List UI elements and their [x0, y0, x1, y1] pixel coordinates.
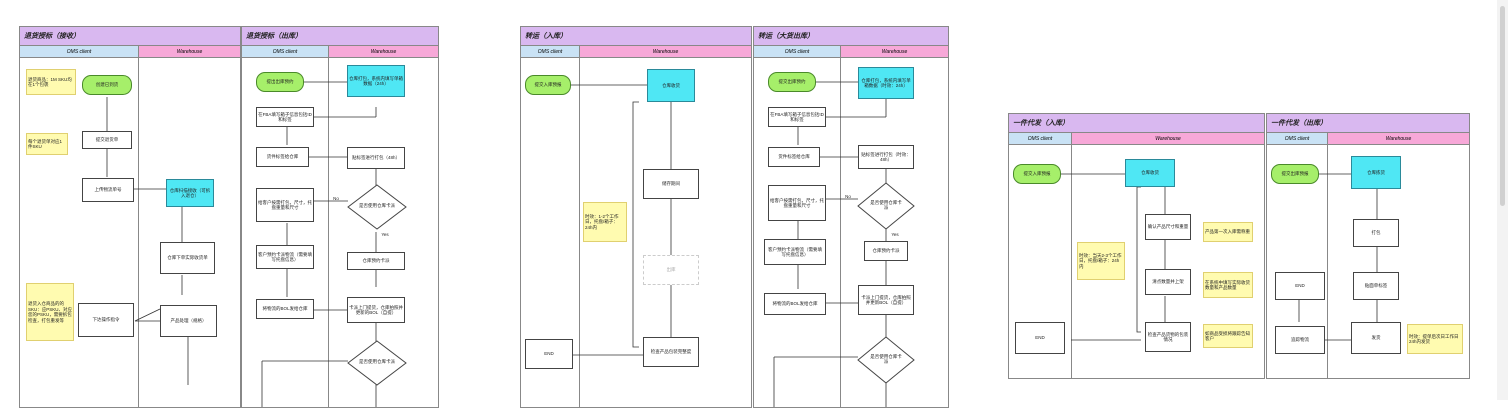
decision-label: 是否使用仓库卡派 [870, 353, 902, 365]
process-box: 在FBA填写箱子信息包括ID和标签 [256, 107, 314, 127]
lane-header-warehouse: Warehouse [1071, 133, 1264, 145]
start-node: 提交入库预报 [1013, 164, 1061, 184]
lane-divider [1327, 145, 1328, 378]
decision-label: 是否使用仓库卡派 [359, 359, 395, 365]
process-box-warehouse: 仓库收货 [1125, 159, 1175, 187]
process-box: 将物流的BOL发给仓库 [256, 299, 314, 319]
process-box-warehouse: 仓库拣货 [1351, 156, 1401, 189]
process-box: 产品处理（规格） [160, 305, 217, 337]
process-box: 客户预约卡派物流（需要填写托盘信息） [764, 239, 826, 265]
process-box: 确认产品尺寸和重量 [1145, 214, 1191, 240]
panel-title: 转运（入库） [521, 27, 751, 46]
note: 退货商品：1M SKU均在1个包裹 [26, 69, 76, 95]
process-box: 清点数量并上架 [1145, 269, 1191, 295]
process-box: 仓库下单实际收货单 [160, 242, 215, 274]
flowchart-panel-dropship-inbound: 一件代发（入库） OMS client Warehouse 提交入库预报 仓库收… [1008, 113, 1265, 379]
process-box: 出库 [643, 255, 699, 285]
process-box-warehouse: 仓库扫描接收（可拆入退仓） [166, 179, 214, 207]
process-box: 货件标签给仓库 [256, 147, 309, 167]
process-box: 储存期间 [643, 169, 699, 199]
process-box: 提交退货单 [82, 131, 132, 149]
panel-title: 转运（大货出库） [754, 27, 948, 46]
decision-label: 是否使用仓库卡派 [359, 203, 395, 209]
process-box: 卡派上门提货，仓库拍照并更新BOL（自提） [858, 285, 914, 315]
start-node: 提交入库预报 [525, 75, 571, 95]
flowchart-panel-transfer-outbound: 转运（大货出库） OMS client Warehouse 提交出库预约 仓库打… [753, 26, 949, 408]
end-node: END [1275, 272, 1325, 300]
process-box: 仓库预约卡派 [347, 252, 405, 270]
process-box: 仓库预约卡派 [864, 241, 908, 261]
process-box: 将物流的BOL发给仓库 [764, 293, 826, 315]
process-box: 在FBA填写箱子信息包括ID和标签 [768, 107, 826, 127]
process-box: 给客户按需打包，尺寸，托盘重量和尺寸 [768, 185, 826, 221]
lane-header-oms: OMS client [20, 46, 138, 58]
panel-title: 一件代发（出库） [1267, 114, 1469, 133]
lane-header-oms: OMS client [1267, 133, 1327, 145]
edge-label-yes: Yes [891, 232, 899, 238]
note: 产品第一次入库需称重 [1203, 222, 1253, 242]
process-box: 贴标签进行打包（48h） [347, 147, 405, 169]
lane-divider [328, 58, 329, 407]
start-node: 提出出库预约 [256, 72, 304, 92]
lane-header-oms: OMS client [242, 46, 328, 58]
edge-label-yes: Yes [381, 232, 389, 238]
scrollbar-thumb[interactable] [1500, 6, 1505, 206]
panel-title: 一件代发（入库） [1009, 114, 1264, 133]
decision-label: 是否使用仓库卡派 [870, 199, 902, 211]
process-box: 给客户按需打包，尺寸，托盘重量和尺寸 [256, 188, 314, 222]
process-box-warehouse: 仓库打包，系统内填写单箱数据（时效：24h） [858, 67, 914, 99]
note: 时效：提单后次日工作日24h内发货 [1407, 324, 1463, 354]
end-node: END [1015, 322, 1065, 354]
end-node: END [525, 339, 573, 369]
note: 每个退货单对应1件SKU [26, 133, 68, 155]
note: 如商品受损将跟踪告知客户 [1203, 324, 1253, 348]
process-box-warehouse: 仓库收货 [647, 69, 695, 102]
lane-header-warehouse: Warehouse [840, 46, 948, 58]
edge-label-no: No [333, 196, 339, 202]
lane-divider [1071, 145, 1072, 378]
flowchart-panel-return-receive: 退货授标（接收） OMS client Warehouse 退货商品：1M SK… [19, 26, 241, 408]
process-box: 下达操作指令 [78, 303, 134, 337]
flowchart-panel-dropship-outbound: 一件代发（出库） OMS client Warehouse 提交出库预报 仓库拣… [1266, 113, 1470, 379]
lane-header-oms: OMS client [754, 46, 840, 58]
lane-header-warehouse: Warehouse [579, 46, 751, 58]
lane-divider [840, 58, 841, 407]
edge-label-no: No [845, 194, 851, 200]
lane-divider [579, 58, 580, 407]
start-node: 提交出库预报 [1271, 164, 1319, 184]
process-box: 客户预约卡派物流（需要填写托盘信息） [256, 245, 314, 269]
process-box: 发货 [1351, 322, 1401, 354]
lane-header-warehouse: Warehouse [138, 46, 240, 58]
lane-header-warehouse: Warehouse [1327, 133, 1469, 145]
process-box: 贴面单标签 [1353, 272, 1399, 300]
note: 时效：1-2个工作日，托盘/箱子：24h内 [583, 202, 627, 242]
vertical-scrollbar[interactable] [1497, 0, 1508, 400]
flowchart-panel-transfer-inbound: 转运（入库） OMS client Warehouse 提交入库预报 仓库收货 … [520, 26, 752, 408]
process-box: 追踪物流 [1275, 326, 1325, 354]
panel-title: 退货授标（接收） [20, 27, 240, 46]
process-box: 贴标签进行打包（时效：48h） [858, 145, 914, 169]
process-box: 货件标签给仓库 [768, 147, 820, 167]
start-node: 创建已到货 [82, 75, 132, 95]
start-node: 提交出库预约 [768, 72, 816, 92]
process-box: 卡派上门提货，仓库拍照并更新的BOL（自提） [347, 297, 405, 323]
note: 退货入仓商品的的SKU：应PSKU、对应 您的PSKU，需要拆包检查，打包重发等 [26, 283, 74, 341]
lane-header-oms: OMS client [521, 46, 579, 58]
process-box: 检查产品包装完整度 [643, 337, 699, 367]
lane-divider [138, 58, 139, 407]
note: 在系统中填写实际收货数量和产品数量 [1203, 272, 1253, 298]
panel-title: 退货授标（出库） [242, 27, 438, 46]
flowchart-panel-return-outbound: 退货授标（出库） OMS client Warehouse 提出出库预约 仓库打… [241, 26, 439, 408]
process-box: 打包 [1353, 219, 1399, 247]
process-box: 上传物流单号 [82, 178, 134, 202]
note: 时效：当天2-3个工作日，托盘/箱子：24h内 [1077, 242, 1125, 280]
lane-header-oms: OMS client [1009, 133, 1071, 145]
process-box: 检查产品货物的包装情况 [1145, 322, 1191, 352]
lane-header-warehouse: Warehouse [328, 46, 438, 58]
process-box-warehouse: 仓库打包，系统内填写单箱数据（24h） [347, 65, 405, 97]
